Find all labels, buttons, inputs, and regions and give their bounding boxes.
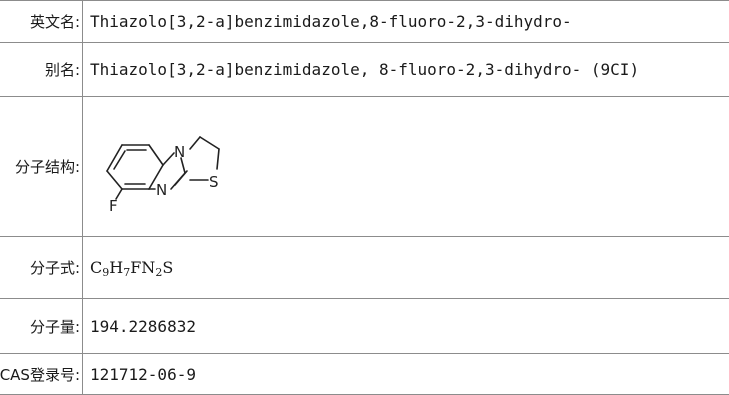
alias-label: 别名: (0, 43, 83, 97)
alias-row: 别名: Thiazolo[3,2-a]benzimidazole, 8-fluo… (0, 43, 729, 97)
weight-value: 194.2286832 (83, 299, 729, 354)
english-name-value: Thiazolo[3,2-a]benzimidazole,8-fluoro-2,… (83, 1, 729, 43)
cas-label: CAS登录号: (0, 354, 83, 395)
structure-row: 分子结构: (0, 97, 729, 237)
atom-f-label: F (109, 197, 118, 211)
formula-value: C9H7FN2S (83, 237, 729, 299)
weight-label: 分子量: (0, 299, 83, 354)
formula-fn: FN (130, 258, 155, 277)
english-name-row: 英文名: Thiazolo[3,2-a]benzimidazole,8-fluo… (0, 1, 729, 43)
cas-row: CAS登录号: 121712-06-9 (0, 354, 729, 395)
cas-value: 121712-06-9 (83, 354, 729, 395)
structure-label: 分子结构: (0, 97, 83, 237)
formula-h: H (109, 258, 123, 277)
formula-row: 分子式: C9H7FN2S (0, 237, 729, 299)
molecular-structure-image: N N S F (92, 125, 242, 211)
formula-label: 分子式: (0, 237, 83, 299)
weight-row: 分子量: 194.2286832 (0, 299, 729, 354)
atom-s-label: S (209, 173, 219, 191)
structure-cell: N N S F (83, 97, 729, 237)
english-name-label: 英文名: (0, 1, 83, 43)
atom-n-label-2: N (156, 181, 167, 199)
formula-c: C (90, 258, 102, 277)
atom-n-label: N (174, 143, 185, 161)
formula-s: S (162, 258, 173, 277)
alias-value: Thiazolo[3,2-a]benzimidazole, 8-fluoro-2… (83, 43, 729, 97)
